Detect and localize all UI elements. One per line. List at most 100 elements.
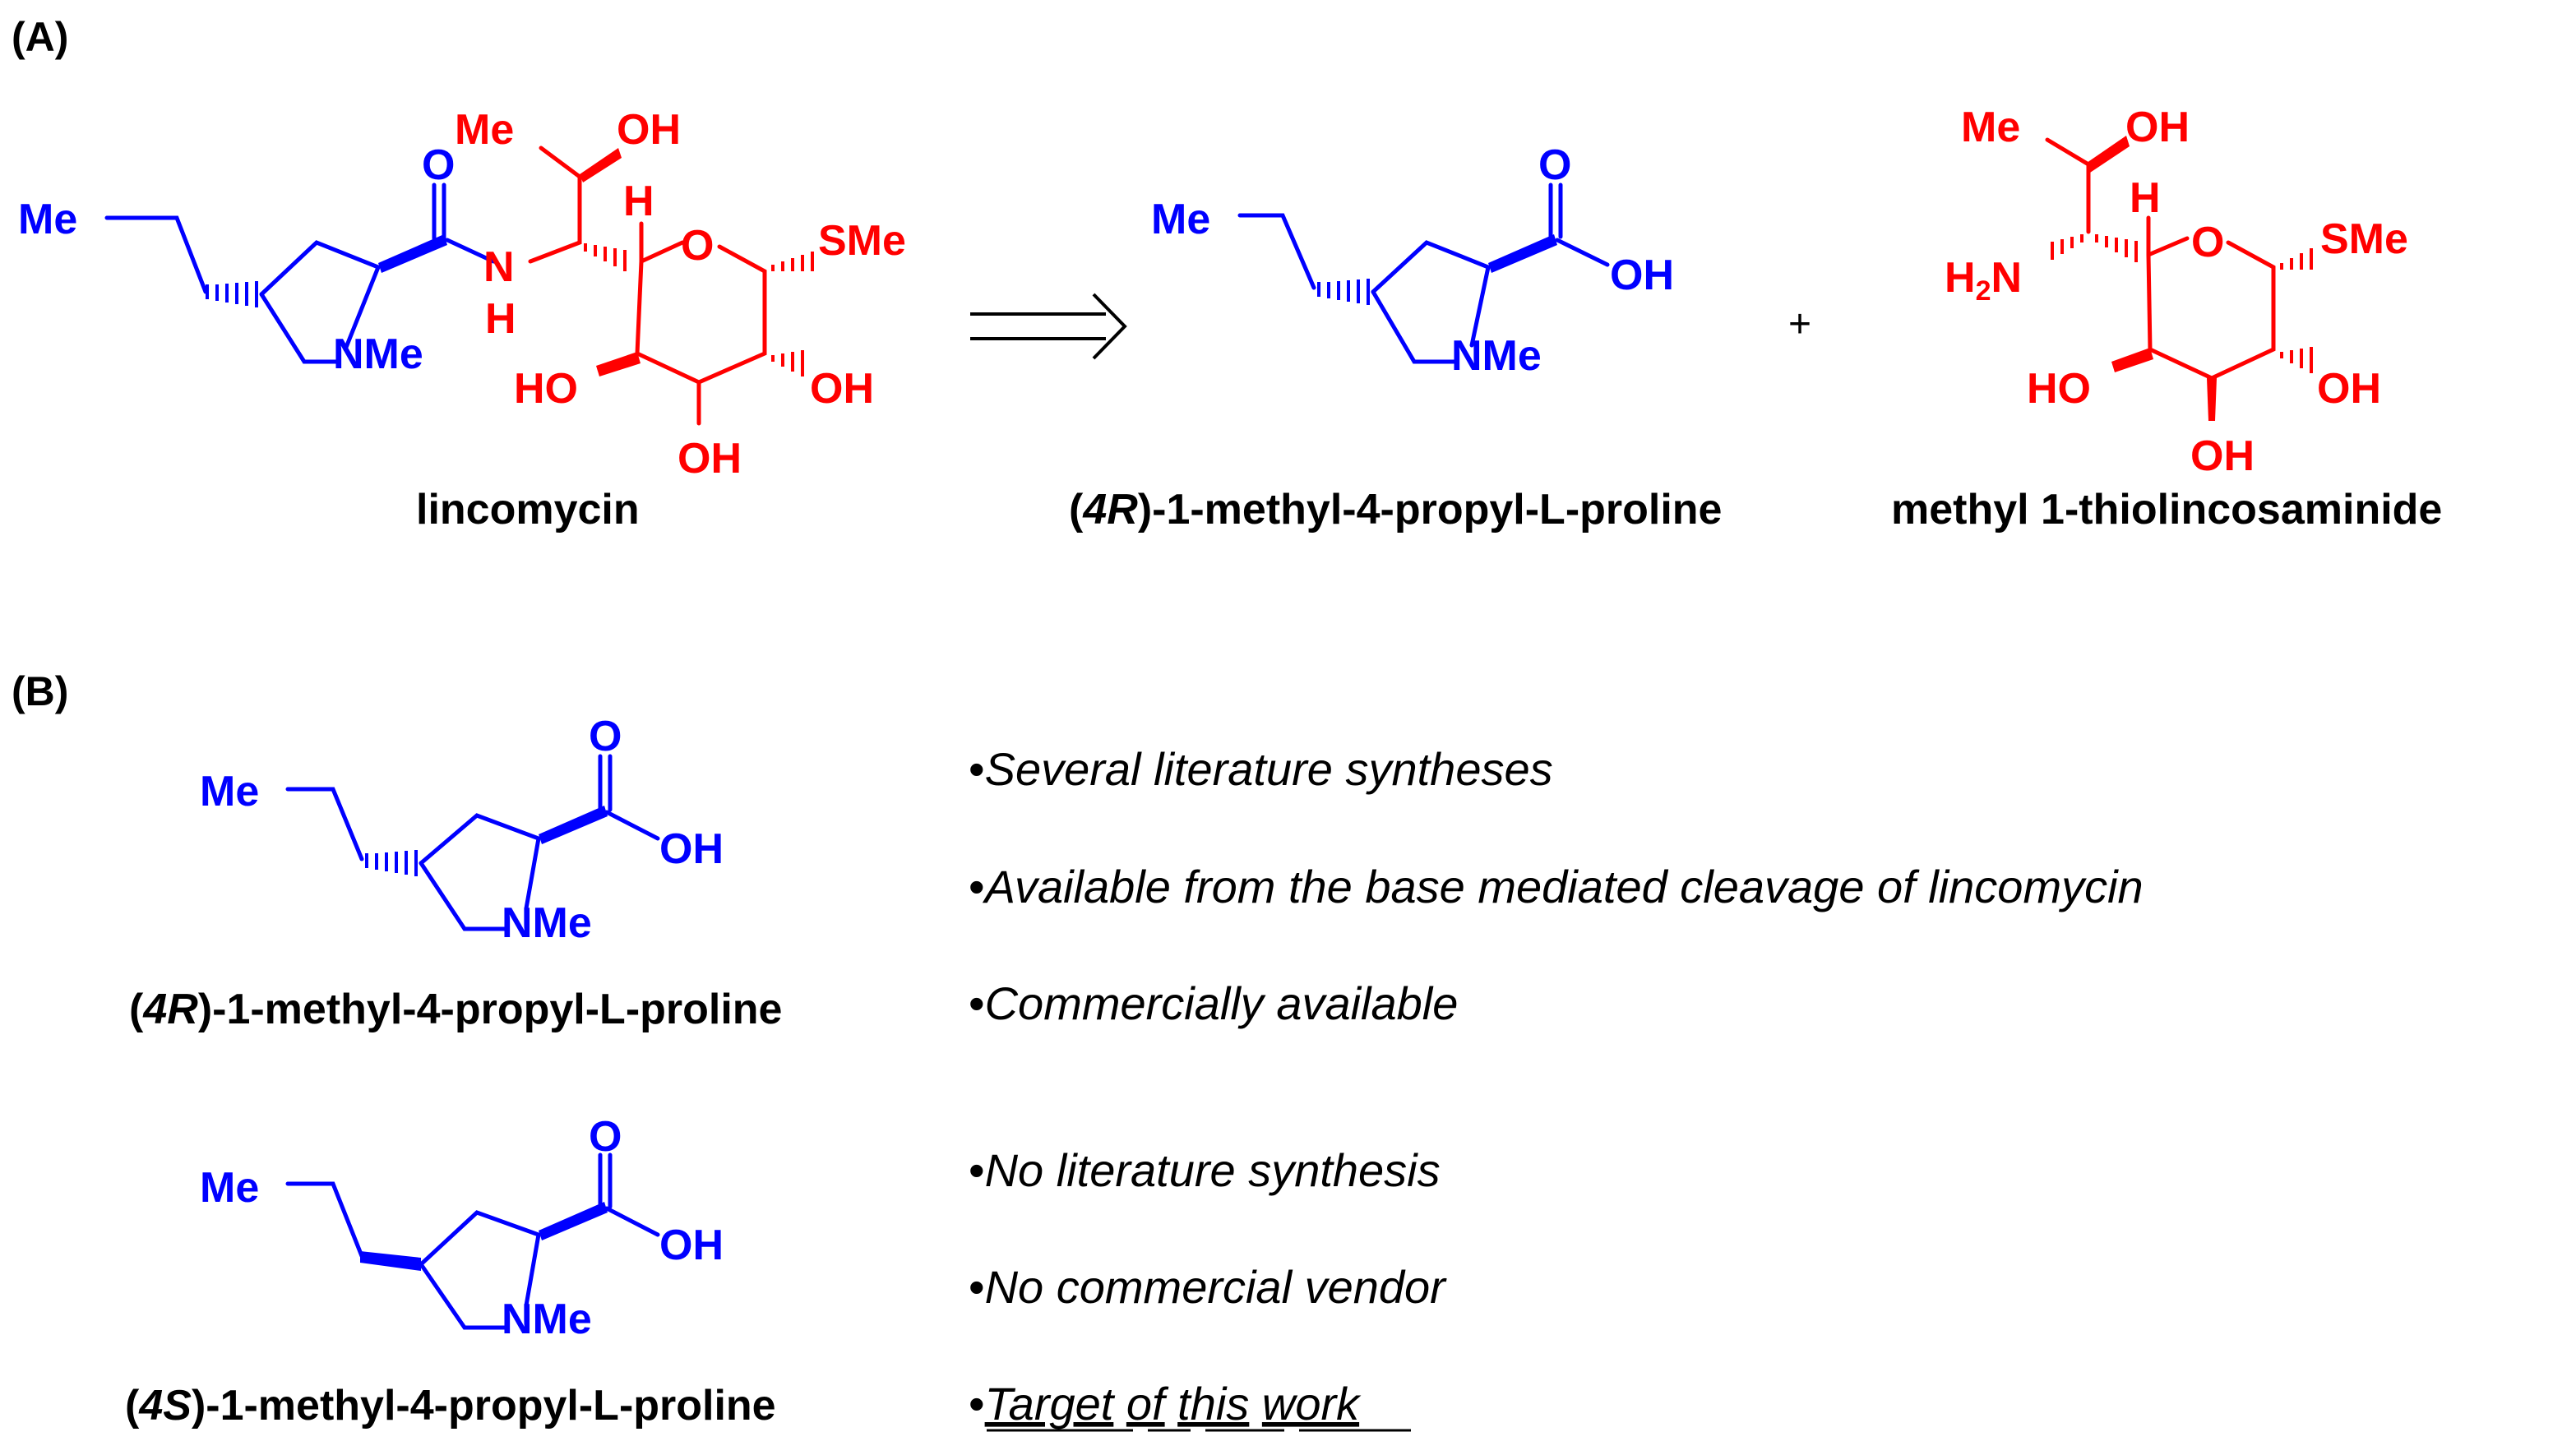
hashed-bond [206, 281, 258, 307]
sugar-chain [539, 146, 582, 179]
target-word: this [1177, 1378, 1249, 1430]
hashed-bond [771, 252, 814, 271]
note-item: •Several literature syntheses [969, 743, 1553, 795]
hashed-bond [1317, 279, 1370, 305]
wedge-bond [539, 1202, 608, 1240]
note-item: •Commercially available [969, 977, 1458, 1029]
wedge-bond [580, 148, 622, 182]
lincomycin-structure: Me NMe O N H Me OH H [18, 106, 906, 483]
proline-4r-structure-a: Me NMe O OH [1151, 141, 1674, 380]
target-note: •Target of this work [969, 1378, 1362, 1430]
atom-me: Me [200, 1164, 259, 1212]
atom-h2n: H2N [1945, 254, 2022, 307]
notes-4r: •Several literature syntheses •Available… [969, 743, 2144, 1029]
atom-o: O [589, 1113, 622, 1161]
wedge-bond [2111, 348, 2153, 372]
amide-bond [445, 238, 496, 264]
pyrrolidine-ring [419, 861, 508, 931]
pyranose-ring [2146, 236, 2190, 257]
note-item: •No commercial vendor [969, 1261, 1447, 1313]
hashed-bond [2051, 234, 2083, 260]
atom-n: N [483, 243, 515, 291]
atom-me: Me [1151, 196, 1210, 243]
wedge-bond [2207, 378, 2217, 421]
atom-me: Me [200, 768, 259, 815]
proline-4r-label-a: (4R)-1-methyl-4-propyl-L-proline [1069, 486, 1722, 534]
retrosynthesis-arrow [970, 293, 1127, 360]
plus-sign: + [1788, 303, 1811, 346]
target-word: of [1126, 1378, 1169, 1430]
atom-oh: OH [659, 1222, 724, 1269]
acid-bond [604, 810, 660, 841]
proline-4r-label-b: (4R)-1-methyl-4-propyl-L-proline [129, 986, 782, 1033]
atom-h: H [485, 295, 516, 343]
pyrrolidine-ring [419, 813, 541, 911]
hashed-bond [2280, 347, 2313, 373]
notes-4s: •No literature synthesis •No commercial … [969, 1144, 1447, 1432]
wedge-bond [378, 234, 447, 273]
proline-4r-structure-b: Me NMe O OH [200, 713, 724, 947]
atom-o: O [2191, 219, 2224, 266]
atom-me: Me [18, 196, 77, 243]
atom-oh: OH [2317, 365, 2381, 413]
pyranose-ring [639, 240, 685, 264]
atom-oh: OH [1610, 252, 1674, 299]
atom-o: O [681, 222, 714, 270]
atom-h: H [2130, 174, 2161, 222]
proline-4s-label: (4S)-1-methyl-4-propyl-L-proline [125, 1382, 776, 1430]
propyl-chain [104, 215, 208, 294]
atom-oh: OH [617, 106, 681, 154]
atom-oh: OH [659, 825, 724, 873]
pyrrolidine-ring [419, 1210, 541, 1308]
atom-oh: OH [810, 365, 874, 413]
hashed-bond [771, 350, 804, 376]
lincomycin-label: lincomycin [416, 486, 640, 534]
thiolincosaminide-structure: Me OH H2N H O SMe [1945, 104, 2408, 480]
wedge-bond [596, 352, 641, 376]
panel-label-a: (A) [12, 14, 68, 60]
pyrrolidine-ring [259, 240, 382, 352]
target-word: Target [985, 1378, 1116, 1430]
sugar-chain [528, 174, 582, 264]
atom-o: O [1538, 141, 1571, 189]
wedge-bond [539, 806, 608, 844]
hashed-bond [584, 243, 627, 271]
pyrrolidine-ring [259, 292, 340, 364]
wedge-bond [360, 1251, 421, 1271]
target-word: work [1262, 1378, 1362, 1430]
atom-me: Me [455, 106, 514, 154]
atom-nme: NMe [502, 899, 592, 947]
atom-sme: SMe [818, 217, 906, 265]
pyrrolidine-ring [1371, 240, 1491, 348]
propyl-chain [285, 1181, 364, 1259]
pyrrolidine-ring [419, 1262, 508, 1330]
atom-h: H [623, 178, 654, 225]
pyranose-ring [635, 244, 767, 385]
propyl-chain [285, 787, 364, 861]
hashed-bond [2095, 234, 2138, 262]
hashed-bond [2280, 248, 2313, 270]
atom-me: Me [1961, 104, 2020, 151]
panel-label-b: (B) [12, 668, 68, 714]
proline-4s-structure: Me NMe O OH [200, 1113, 724, 1343]
atom-nme: NMe [502, 1296, 592, 1343]
propyl-chain [1237, 213, 1316, 290]
atom-nme: NMe [1451, 332, 1542, 380]
wedge-bond [2087, 136, 2130, 173]
atom-o: O [589, 713, 622, 760]
atom-ho: HO [514, 365, 578, 413]
atom-oh: OH [2125, 104, 2190, 151]
atom-nme: NMe [333, 330, 423, 378]
atom-oh: OH [678, 435, 742, 483]
wedge-bond [1488, 234, 1557, 273]
atom-oh: OH [2190, 432, 2255, 480]
atom-ho: HO [2027, 365, 2091, 413]
hashed-bond [365, 850, 418, 876]
thiolincosaminide-label: methyl 1-thiolincosaminide [1891, 486, 2442, 534]
atom-sme: SMe [2320, 215, 2408, 263]
atom-o: O [422, 141, 455, 189]
acid-bond [1555, 238, 1610, 267]
pyranose-ring [2146, 240, 2276, 381]
